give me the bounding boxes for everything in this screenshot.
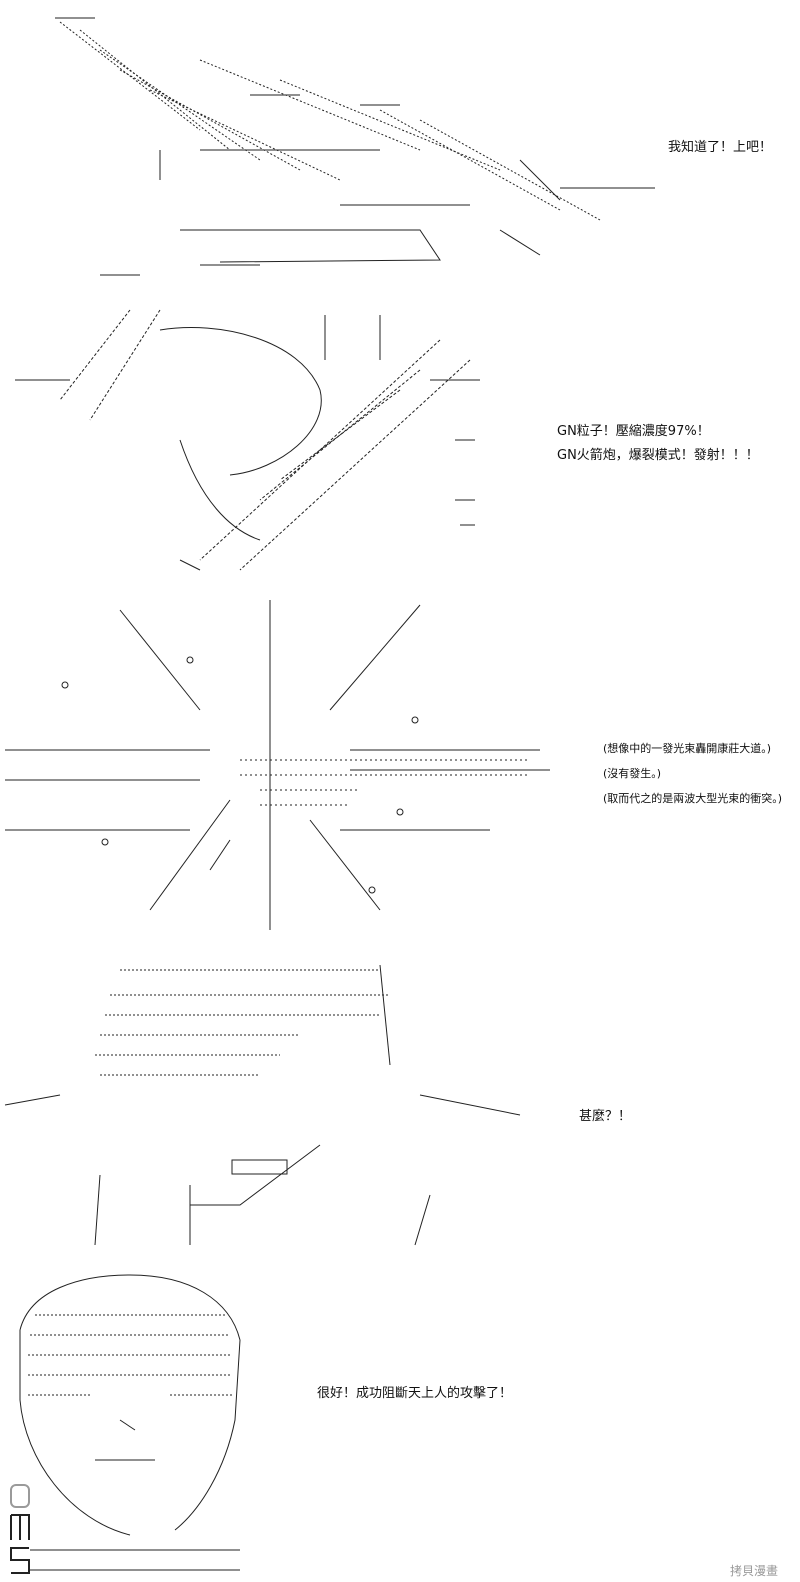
dialog-panel-1: 我知道了！上吧！ (668, 136, 772, 160)
ascii-art-shocked-face (4, 964, 521, 1246)
ascii-art-smiling-face (19, 1274, 241, 1571)
dialog-line: (沒有發生。) (603, 767, 662, 780)
dialog-line: (取而代之的是兩波大型光束的衝突。) (603, 792, 783, 805)
ascii-art-ship (55, 17, 655, 276)
panel-5: 很好！成功阻斷天上人的攻擊了！ (0, 1270, 800, 1580)
dialog-line: 我知道了！上吧！ (668, 140, 773, 155)
panel-3: (想像中的一發光束轟開康莊大道。) (沒有發生。) (取而代之的是兩波大型光束的… (0, 590, 800, 940)
dialog-line: GN火箭炮，爆裂模式！發射！！！ (557, 448, 759, 463)
dialog-line: GN粒子！壓縮濃度97%！ (557, 424, 710, 439)
panel-1: 我知道了！上吧！ (0, 0, 800, 290)
ascii-art-beam-collision (5, 600, 550, 930)
dialog-line: (想像中的一發光束轟開康莊大道。) (603, 742, 772, 755)
dialog-line: 甚麼？！ (579, 1109, 632, 1124)
dialog-panel-2: GN粒子！壓縮濃度97%！ GN火箭炮，爆裂模式！發射！！！ (557, 420, 759, 468)
dialog-panel-3: (想像中的一發光束轟開康莊大道。) (沒有發生。) (取而代之的是兩波大型光束的… (603, 736, 782, 811)
panel-2: GN粒子！壓縮濃度97%！ GN火箭炮，爆裂模式！發射！！！ (0, 300, 800, 580)
dialog-panel-4: 甚麼？！ (579, 1105, 631, 1129)
ascii-art-gn-bazooka (15, 309, 480, 571)
dialog-panel-5: 很好！成功阻斷天上人的攻擊了！ (317, 1382, 512, 1406)
dm5-logo (10, 1484, 30, 1574)
dialog-line: 很好！成功阻斷天上人的攻擊了！ (317, 1386, 513, 1401)
watermark-text: 拷貝漫畫 (730, 1564, 779, 1578)
panel-4: 甚麼？！ (0, 955, 800, 1255)
